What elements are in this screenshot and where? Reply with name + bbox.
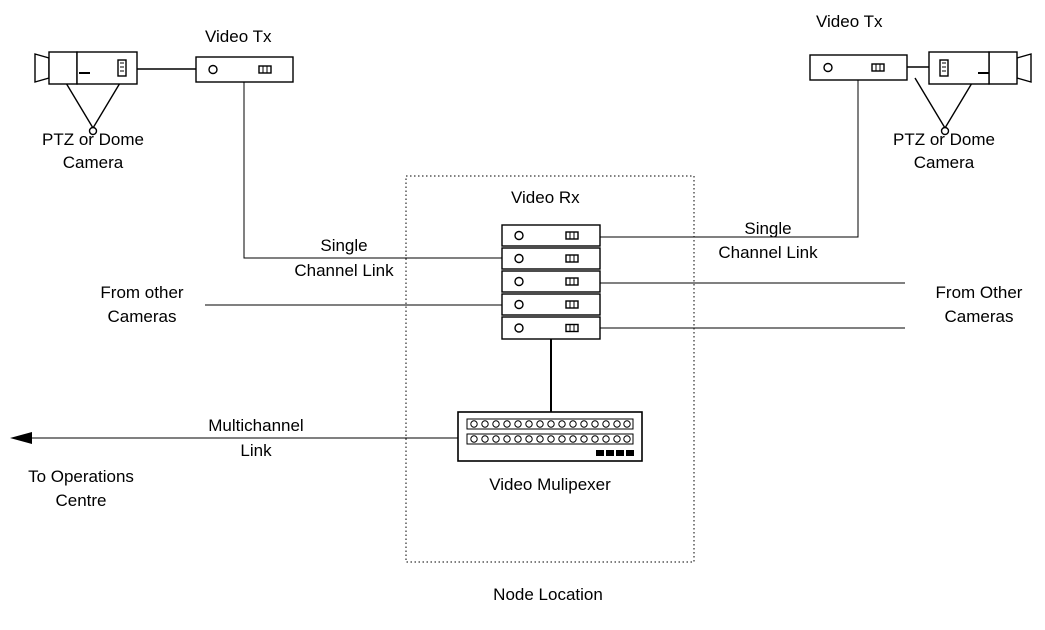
- right-single-channel-link-line: [600, 80, 859, 238]
- left-video-tx-icon: [195, 56, 294, 83]
- right-video-tx-icon: [809, 54, 908, 81]
- video-rx-rack-icon: [501, 224, 601, 340]
- multichannel-link-label-line1: Multichannel: [208, 416, 303, 435]
- right-link-label-line1: Single: [744, 219, 791, 238]
- right-other-cameras-label-line2: Cameras: [945, 307, 1014, 326]
- video-multiplexer-icon: [457, 411, 643, 462]
- right-video-tx-label: Video Tx: [816, 12, 883, 31]
- left-other-cameras-label-line2: Cameras: [108, 307, 177, 326]
- left-link-label-line1: Single: [320, 236, 367, 255]
- video-rx-label: Video Rx: [511, 188, 580, 207]
- left-other-cameras-label-line1: From other: [100, 283, 183, 302]
- left-link-label-line2: Channel Link: [294, 261, 394, 280]
- left-video-tx-label: Video Tx: [205, 27, 272, 46]
- multichannel-link-label-line2: Link: [240, 441, 272, 460]
- video-multiplexer-label: Video Mulipexer: [489, 475, 611, 494]
- arrow-left-icon: [10, 432, 32, 444]
- right-link-label-line2: Channel Link: [718, 243, 818, 262]
- left-camera-label-line2: Camera: [63, 153, 124, 172]
- right-other-cameras-label-line1: From Other: [936, 283, 1023, 302]
- right-camera-label-line2: Camera: [914, 153, 975, 172]
- operations-centre-label-line2: Centre: [55, 491, 106, 510]
- node-location-label: Node Location: [493, 585, 603, 604]
- left-camera-label-line1: PTZ or Dome: [42, 130, 144, 149]
- right-ptz-camera-icon: [914, 51, 1032, 136]
- left-ptz-camera-icon: [34, 51, 138, 136]
- operations-centre-label-line1: To Operations: [28, 467, 134, 486]
- left-single-channel-link-line: [243, 82, 502, 259]
- right-camera-label-line1: PTZ or Dome: [893, 130, 995, 149]
- node-location-boundary: [405, 175, 695, 563]
